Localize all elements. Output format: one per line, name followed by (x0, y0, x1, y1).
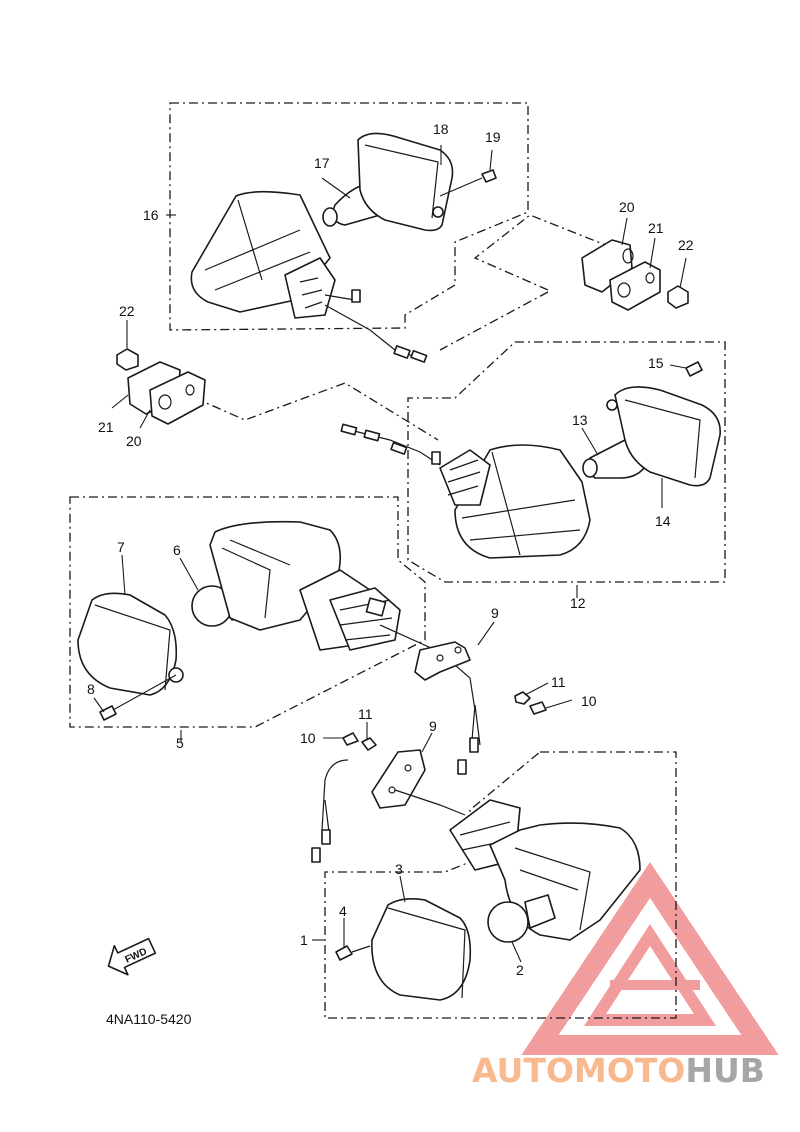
callout-2: 2 (516, 962, 524, 978)
callout-13: 13 (572, 412, 588, 428)
stay-link-top (473, 214, 619, 291)
stay-link-mid (439, 291, 549, 351)
flasher-assembly-1 (311, 732, 641, 1001)
flasher-assembly-12 (340, 361, 721, 559)
callout-22-lower: 22 (119, 303, 135, 319)
callout-7: 7 (117, 539, 125, 555)
callout-20-upper: 20 (619, 199, 635, 215)
callout-6: 6 (173, 542, 181, 558)
callout-21-lower: 21 (98, 419, 114, 435)
watermark-text-part2: HUB (685, 1051, 765, 1090)
callout-20-lower: 20 (126, 433, 142, 449)
stay-rubber-set-upper (581, 239, 689, 311)
callout-1: 1 (300, 932, 308, 948)
callout-5: 5 (176, 735, 184, 751)
callout-11-upper: 11 (551, 674, 566, 690)
callout-19: 19 (485, 129, 501, 145)
stay-link-left (194, 382, 439, 441)
callout-22-upper: 22 (678, 237, 694, 253)
forward-arrow-icon: FWD (107, 937, 157, 976)
callout-11-lower: 11 (358, 706, 373, 722)
callout-10-lower: 10 (300, 730, 316, 746)
watermark-logo (521, 861, 779, 1055)
callout-18: 18 (433, 121, 449, 137)
flasher-assembly-16 (190, 132, 497, 363)
callout-10-upper: 10 (581, 693, 597, 709)
callout-4: 4 (339, 903, 347, 919)
callout-21-upper: 21 (648, 220, 664, 236)
callout-12: 12 (570, 595, 586, 611)
callout-16: 16 (143, 207, 159, 223)
callout-9-upper: 9 (491, 605, 499, 621)
callout-3: 3 (395, 861, 403, 877)
drawing-code: 4NA110-5420 (106, 1011, 192, 1027)
callout-leaders (93, 145, 687, 963)
callout-9-lower: 9 (429, 718, 437, 734)
callout-14: 14 (655, 513, 671, 529)
watermark-text: AUTOMOTOHUB (472, 1051, 765, 1090)
callout-8: 8 (87, 681, 95, 697)
callout-15: 15 (648, 355, 664, 371)
group-1-boundary (324, 751, 677, 1019)
stay-rubber-set-lower (116, 348, 206, 425)
group-16-boundary (169, 102, 529, 331)
watermark-text-part1: AUTOMOTO (472, 1051, 685, 1090)
callout-17: 17 (314, 155, 330, 171)
flasher-assembly-5 (77, 520, 547, 775)
group-12-boundary (407, 341, 726, 583)
